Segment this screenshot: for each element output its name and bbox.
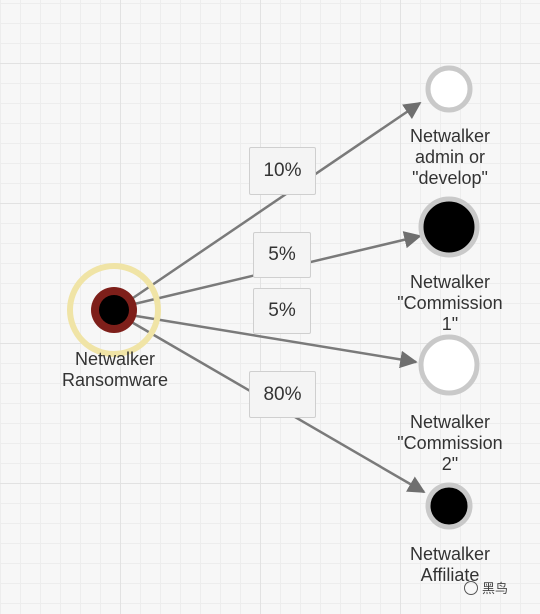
edge-admin[interactable] — [129, 101, 422, 302]
node-label-commission2: Netwalker "Commission 2" — [397, 412, 503, 474]
edge-commission2[interactable] — [129, 313, 418, 369]
node-label-ransomware: Netwalker Ransomware — [61, 349, 169, 390]
watermark: 黑鸟 — [464, 578, 508, 597]
source-node-halo — [67, 263, 161, 357]
node-label-admin: Netwalker admin or "develop" — [409, 126, 491, 188]
node-label-affiliate: Netwalker Affiliate — [409, 544, 491, 585]
node-ransomware[interactable] — [91, 287, 137, 333]
node-commission1[interactable] — [418, 196, 480, 258]
edge-label-commission1[interactable]: 5% — [253, 232, 311, 278]
edge-label-admin[interactable]: 10% — [249, 147, 316, 195]
node-admin[interactable] — [425, 65, 473, 113]
node-affiliate[interactable] — [425, 482, 473, 530]
node-label-commission1: Netwalker "Commission 1" — [397, 272, 503, 334]
search-icon — [464, 580, 478, 595]
watermark-text: 黑鸟 — [482, 581, 509, 596]
node-commission2[interactable] — [418, 334, 480, 396]
edge-label-commission2[interactable]: 5% — [253, 288, 311, 334]
edge-label-affiliate[interactable]: 80% — [249, 371, 316, 418]
